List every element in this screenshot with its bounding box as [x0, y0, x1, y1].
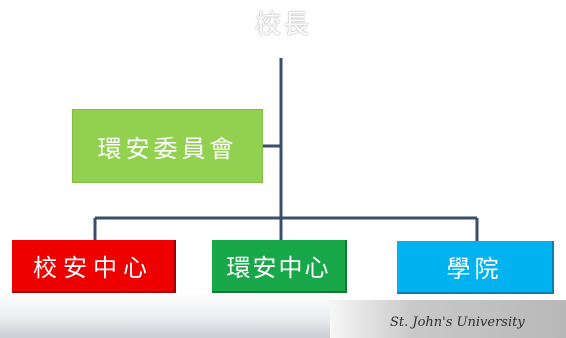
environmental-node: 環安中心: [212, 240, 347, 293]
university-watermark-text: St. John's University: [390, 315, 525, 330]
committee-label: 環安委員會: [97, 134, 238, 163]
environmental-label: 環安中心: [226, 254, 331, 282]
security-node: 校安中心: [12, 240, 176, 293]
top-node: 校長: [254, 10, 311, 40]
footer-background-right: [330, 300, 566, 338]
committee-node: 環安委員會: [72, 109, 263, 183]
college-label: 學院: [446, 255, 503, 283]
security-label: 校安中心: [33, 254, 153, 282]
college-node: 學院: [397, 241, 554, 294]
footer-background-left: [0, 292, 330, 338]
